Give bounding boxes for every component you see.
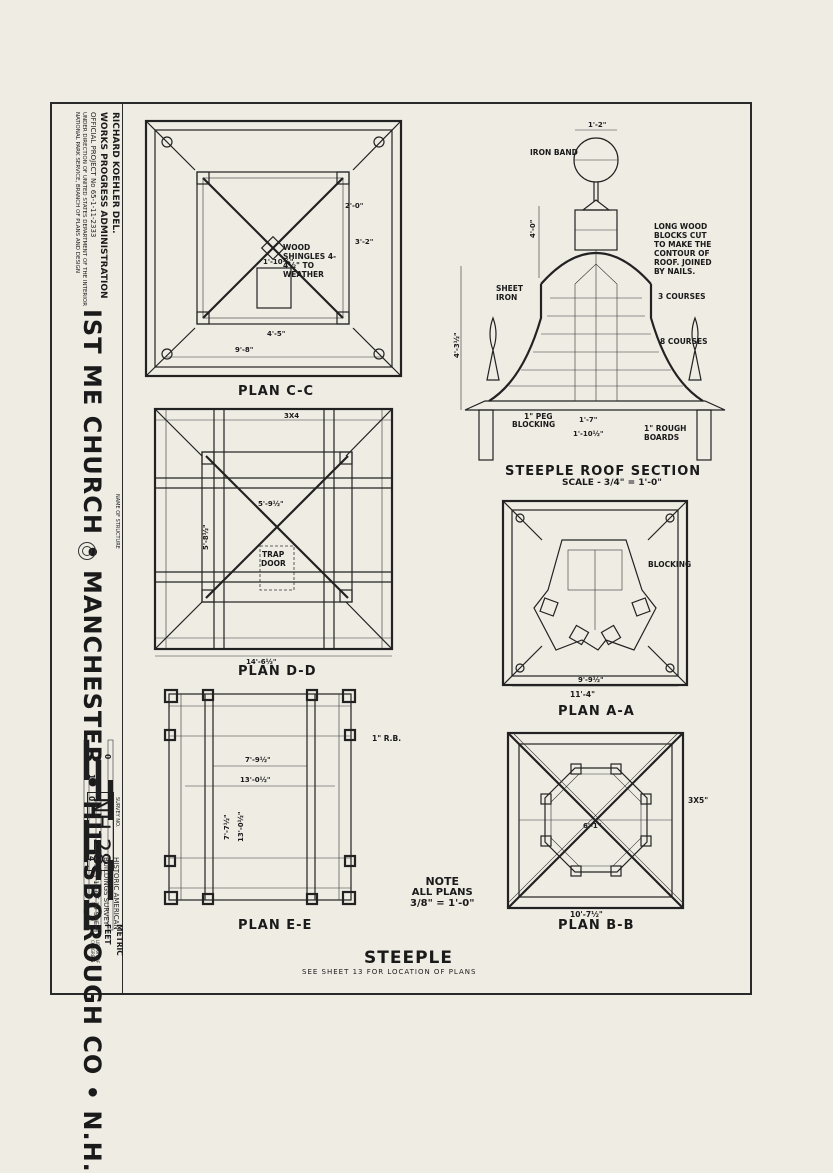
department-line-2: NATIONAL PARK SERVICE, BRANCH OF PLANS A… bbox=[74, 112, 80, 273]
drawing-sheet: RICHARD KOEHLER DEL. WORKS PROGRESS ADMI… bbox=[50, 102, 752, 1173]
dim-bb-c: 3X5" bbox=[688, 796, 709, 805]
section-scale: SCALE - 3/4" = 1'-0" bbox=[562, 478, 662, 488]
plan-aa-label: PLAN A-A bbox=[558, 704, 635, 719]
annotation-blocking: BLOCKING bbox=[512, 420, 556, 429]
dim-ee-a: 7'-9½" bbox=[245, 756, 271, 764]
dim-ee-b: 13'-0½" bbox=[240, 776, 271, 784]
annotation-rb: 1" R.B. bbox=[372, 734, 402, 743]
scale-tick-1: 1 bbox=[87, 774, 96, 780]
annotation-blocking-aa: BLOCKING bbox=[648, 560, 692, 569]
annotation-long-wood-5: ROOF. JOINED bbox=[654, 258, 712, 267]
dim-dd-d: 3X4 bbox=[284, 412, 299, 420]
title-block: RICHARD KOEHLER DEL. WORKS PROGRESS ADMI… bbox=[52, 104, 123, 1173]
dim-cc-b: 9'-8" bbox=[235, 346, 253, 354]
dim-cc-d: 3'-2" bbox=[355, 238, 373, 246]
note-line-2: 3/8" = 1'-0" bbox=[410, 898, 475, 909]
annotation-rough-boards: 1" ROUGH BOARDS bbox=[644, 424, 686, 442]
scale-tick-2: 0 bbox=[87, 796, 96, 802]
note-line-1: ALL PLANS bbox=[411, 887, 473, 898]
plan-aa-drawing: 9'-9½" bbox=[501, 499, 689, 687]
plan-cc-label: PLAN C-C bbox=[238, 384, 315, 399]
annotation-sheet-iron: SHEET IRON bbox=[496, 284, 523, 302]
note-heading: NOTE bbox=[425, 875, 460, 888]
delineator: RICHARD KOEHLER DEL. bbox=[110, 112, 120, 234]
sheet-border bbox=[50, 102, 752, 995]
sheet-subtitle: SEE SHEET 13 FOR LOCATION OF PLANS bbox=[302, 968, 477, 976]
department-line-1: UNDER DIRECTION OF UNITED STATES DEPARTM… bbox=[81, 112, 87, 307]
dim-sec-e: 1'-10½" bbox=[573, 430, 604, 438]
annotation-iron-band: IRON BAND bbox=[530, 148, 578, 157]
dim-sec-b: 4'-0" bbox=[529, 220, 537, 238]
note: NOTE ALL PLANS 3/8" = 1'-0" bbox=[410, 876, 474, 909]
dim-cc-e: 1'-10½" bbox=[263, 258, 294, 266]
plan-dd-drawing: 14'-6½" 5'-9½" 3X4 5'-8½" bbox=[153, 407, 394, 666]
plan-bb-label: PLAN B-B bbox=[558, 918, 635, 933]
dim-ee-d: 13'-0½" bbox=[237, 811, 245, 842]
dim-ee-c: 7'-7½" bbox=[223, 814, 231, 840]
structure-caption: NAME OF STRUCTURE bbox=[114, 494, 120, 549]
dim-sec-a: 1'-2" bbox=[588, 121, 606, 129]
dim-cc-a: 4'-5" bbox=[267, 330, 285, 338]
dim-dd-c: 5'-8½" bbox=[202, 524, 210, 550]
annotation-trap-door-2: DOOR bbox=[261, 559, 286, 568]
dim-bb-b: 6'-1" bbox=[583, 822, 601, 830]
dim-bb-a: 10'-7½" bbox=[570, 910, 603, 919]
dim-dd-b: 5'-9½" bbox=[258, 500, 284, 508]
dim-sec-c: 4'-3½" bbox=[453, 332, 461, 358]
annotation-rough-boards-1: 1" ROUGH bbox=[644, 424, 687, 433]
section-label: STEEPLE ROOF SECTION bbox=[505, 464, 702, 479]
scale-feet-label: FEET bbox=[103, 924, 112, 945]
dim-aa-a: 9'-9½" bbox=[578, 676, 604, 684]
annotation-long-wood: LONG WOOD BLOCKS CUT TO MAKE THE CONTOUR… bbox=[654, 222, 712, 276]
annotation-long-wood-2: BLOCKS CUT bbox=[654, 231, 707, 240]
annotation-peg: 1" PEG bbox=[524, 412, 553, 421]
annotation-3-courses: 3 COURSES bbox=[658, 292, 706, 301]
dim-sec-d: 1'-7" bbox=[579, 416, 597, 424]
sheet-title: STEEPLE bbox=[364, 948, 453, 968]
dim-aa-b: 11'-4" bbox=[570, 690, 595, 699]
steeple-roof-section-drawing: 1'-2" 4'-0" 4'-3½" 1'-7" 1'-10½" bbox=[453, 121, 726, 461]
dim-cc-c: 2'-0" bbox=[345, 202, 363, 210]
annotation-rough-boards-2: BOARDS bbox=[644, 433, 680, 442]
annotation-long-wood-4: CONTOUR OF bbox=[654, 249, 710, 258]
scale-metric-label: METRIC bbox=[115, 924, 124, 956]
annotation-sheet-iron-2: IRON bbox=[496, 293, 518, 302]
plan-dd-label: PLAN D-D bbox=[238, 664, 317, 679]
scale-bar bbox=[83, 739, 114, 931]
annotation-long-wood-6: BY NAILS. bbox=[654, 267, 696, 276]
plan-bb-drawing: 6'-1" bbox=[506, 731, 685, 910]
annotation-sheet-iron-1: SHEET bbox=[496, 284, 524, 293]
library-stamp: LIBRARY OF CONGRESS bbox=[90, 940, 100, 964]
annotation-wood-shingles: WOOD SHINGLES 4-4½" TO WEATHER bbox=[283, 243, 337, 279]
plan-ee-label: PLAN E-E bbox=[238, 918, 313, 933]
agency: WORKS PROGRESS ADMINISTRATION bbox=[98, 112, 108, 299]
dim-dd-a: 14'-6½" bbox=[246, 658, 277, 666]
annotation-long-wood-3: TO MAKE THE bbox=[654, 240, 712, 249]
annotation-trap-door-1: TRAP bbox=[262, 550, 285, 559]
plan-ee-drawing: 7'-9½" 13'-0½" 7'-7½" 13'-0½" bbox=[163, 688, 357, 906]
annotation-long-wood-1: LONG WOOD bbox=[654, 222, 708, 231]
wpa-seal-icon bbox=[78, 542, 96, 560]
scale-tick-0: 0 bbox=[103, 754, 112, 760]
plan-cc-drawing: 9'-8" 4'-5" 2'-0" 3'-2" 1'-10½" bbox=[144, 119, 403, 378]
project-number: OFFICIAL PROJECT No 65-1-11-2333 bbox=[89, 112, 97, 238]
annotation-8-courses: 8 COURSES bbox=[660, 337, 708, 346]
scale-tick-3: 4 bbox=[87, 856, 96, 862]
